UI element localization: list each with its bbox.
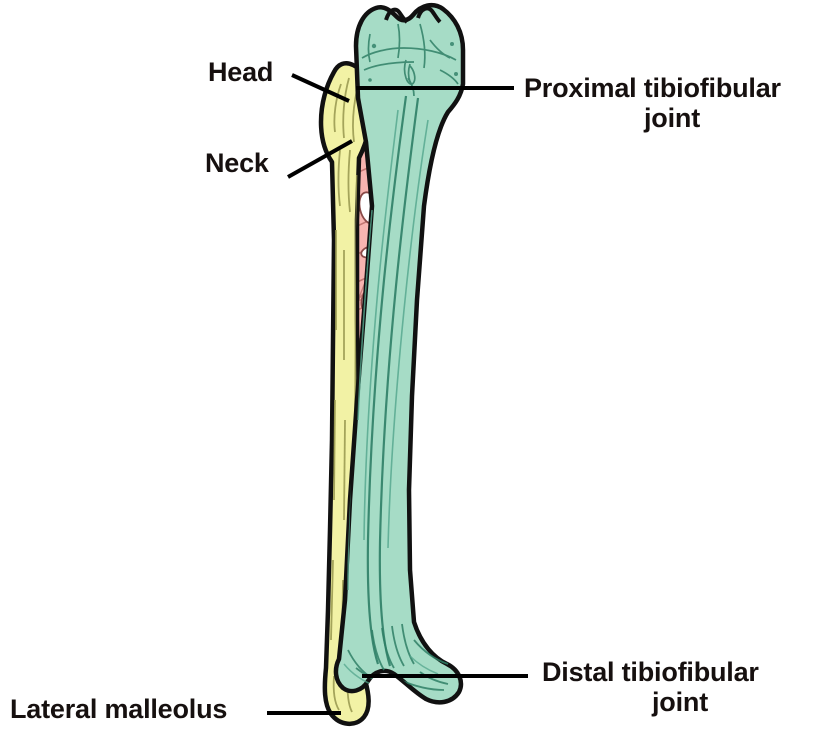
label-proximal-line-2: joint [644,103,700,134]
label-head: Head [208,57,274,87]
label-distal-line-2: joint [652,687,708,718]
label-distal-tibiofibular-joint: Distal tibiofibular joint [542,657,820,717]
leader-line-neck [287,139,353,179]
label-proximal-line-1: Proximal tibiofibular [524,73,781,103]
label-distal-line-1: Distal tibiofibular [542,657,759,687]
leader-line-head [291,73,350,103]
label-neck: Neck [205,148,269,178]
label-lateral-malleolus: Lateral malleolus [10,694,228,724]
leader-lines [267,73,528,715]
label-proximal-tibiofibular-joint: Proximal tibiofibular joint [524,73,824,133]
